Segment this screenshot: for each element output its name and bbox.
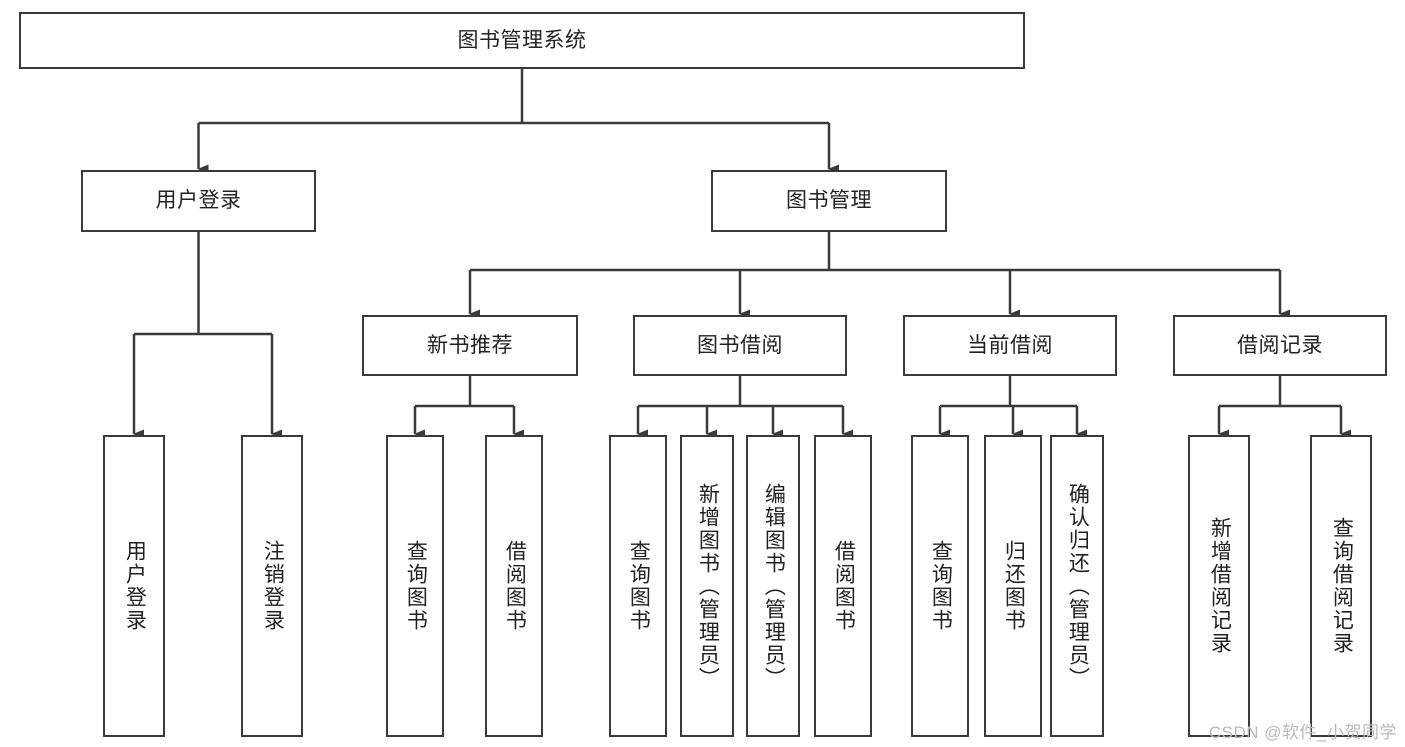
node-label: 借阅图书 <box>832 540 856 632</box>
node-label: 编辑图书（管理员） <box>762 482 786 690</box>
node-label: 图书管理 <box>786 189 872 213</box>
node-l_bbook1: 借阅图书 <box>485 435 543 737</box>
node-label: 查询图书 <box>627 540 651 632</box>
node-label: 确认归还（管理员） <box>1066 482 1090 690</box>
node-current: 当前借阅 <box>903 315 1117 376</box>
node-login: 用户登录 <box>81 170 316 232</box>
node-l_qbook3: 查询图书 <box>911 435 969 737</box>
node-label: 新书推荐 <box>427 333 513 357</box>
edge-paths <box>132 69 1351 439</box>
node-l_addrec: 新增借阅记录 <box>1188 435 1250 737</box>
node-label: 当前借阅 <box>967 333 1053 357</box>
node-label: 注销登录 <box>261 540 285 632</box>
node-label: 借阅记录 <box>1237 333 1323 357</box>
node-root: 图书管理系统 <box>19 12 1025 69</box>
node-l_qbook1: 查询图书 <box>386 435 444 737</box>
node-label: 图书管理系统 <box>457 28 587 52</box>
node-label: 借阅图书 <box>503 540 527 632</box>
node-bookmgmt: 图书管理 <box>711 170 947 232</box>
node-label: 新增借阅记录 <box>1208 517 1232 655</box>
node-l_bbook2: 借阅图书 <box>814 435 872 737</box>
node-l_confirm: 确认归还（管理员） <box>1050 435 1104 737</box>
node-newbook: 新书推荐 <box>362 315 578 376</box>
node-l_login: 用户登录 <box>103 435 165 737</box>
node-label: 查询图书 <box>929 540 953 632</box>
node-l_addbook: 新增图书（管理员） <box>680 435 734 737</box>
node-label: 查询借阅记录 <box>1330 517 1354 655</box>
node-l_qrec: 查询借阅记录 <box>1310 435 1372 737</box>
node-l_editbook: 编辑图书（管理员） <box>746 435 800 737</box>
node-label: 用户登录 <box>155 189 242 213</box>
node-borrow: 图书借阅 <box>633 315 847 376</box>
node-records: 借阅记录 <box>1173 315 1387 376</box>
node-l_qbook2: 查询图书 <box>609 435 667 737</box>
node-label: 图书借阅 <box>697 333 783 357</box>
node-label: 查询图书 <box>404 540 428 632</box>
node-label: 用户登录 <box>123 540 147 632</box>
watermark-text: CSDN @软件_小贺同学 <box>1208 723 1397 742</box>
node-l_logout: 注销登录 <box>241 435 303 737</box>
node-l_retbook: 归还图书 <box>984 435 1042 737</box>
node-label: 归还图书 <box>1002 540 1026 632</box>
node-label: 新增图书（管理员） <box>696 482 720 690</box>
